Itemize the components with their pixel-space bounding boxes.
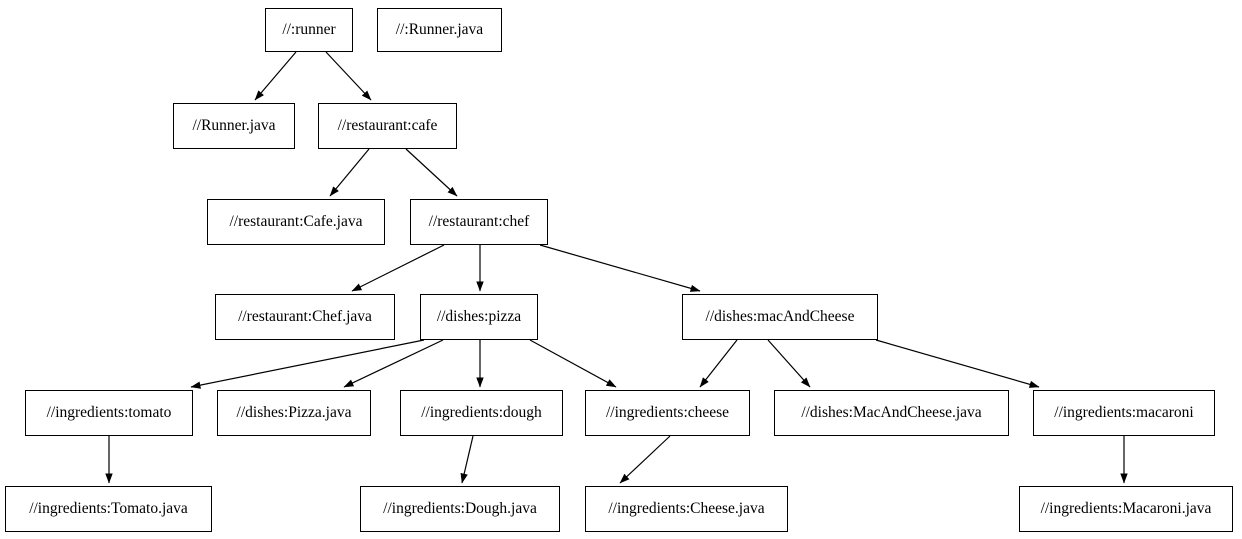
graph-node-cheese-java: //ingredients:Cheese.java — [585, 486, 788, 532]
graph-node-macaroni: //ingredients:macaroni — [1033, 390, 1215, 436]
edge-pizza-to-cheese — [529, 339, 617, 388]
edge-mac-and-cheese-to-mac-and-cheese-java — [767, 339, 811, 388]
graph-node-label: //ingredients:dough — [421, 404, 542, 422]
graph-node-tomato-java: //ingredients:Tomato.java — [5, 486, 212, 532]
graph-node-label: //restaurant:Cafe.java — [229, 213, 363, 231]
graph-node-label: //:Runner.java — [395, 21, 484, 39]
graph-node-label: //restaurant:cafe — [337, 117, 438, 135]
graph-node-label: //ingredients:Tomato.java — [29, 500, 188, 518]
edge-cheese-to-cheese-java — [619, 435, 671, 484]
edge-cafe-to-chef — [405, 148, 458, 197]
graph-node-label: //dishes:macAndCheese — [705, 308, 855, 326]
graph-node-mac-and-cheese: //dishes:macAndCheese — [682, 294, 878, 340]
edge-pizza-to-tomato — [190, 339, 425, 389]
graph-node-cheese: //ingredients:cheese — [585, 390, 750, 436]
graph-node-dough-java: //ingredients:Dough.java — [360, 486, 560, 532]
edge-pizza-to-pizza-java — [343, 339, 444, 388]
edge-runner-to-cafe — [325, 51, 372, 101]
graph-node-label: //:runner — [282, 21, 336, 39]
edge-chef-to-mac-and-cheese — [539, 244, 701, 292]
graph-node-dough: //ingredients:dough — [400, 390, 563, 436]
edge-cafe-to-cafe-java — [329, 148, 370, 197]
edge-mac-and-cheese-to-cheese — [699, 339, 738, 388]
graph-node-label: //restaurant:Chef.java — [238, 308, 372, 326]
graph-node-label: //restaurant:chef — [428, 213, 530, 231]
edge-dough-to-dough-java — [460, 435, 474, 484]
graph-node-mac-and-cheese-java: //dishes:MacAndCheese.java — [774, 390, 1009, 436]
graph-node-chef: //restaurant:chef — [410, 199, 548, 245]
graph-node-tomato: //ingredients:tomato — [25, 390, 193, 436]
graph-node-pizza-java: //dishes:Pizza.java — [217, 390, 371, 436]
graph-node-label: //Runner.java — [192, 117, 276, 135]
graph-node-label: //dishes:pizza — [436, 308, 522, 326]
graph-node-runner: //:runner — [265, 8, 353, 52]
graph-node-macaroni-java: //ingredients:Macaroni.java — [1019, 486, 1233, 532]
edge-runner-to-runner-java — [254, 51, 297, 101]
edge-chef-to-chef-java — [351, 244, 445, 292]
graph-node-colon-runner-java: //:Runner.java — [377, 8, 502, 52]
graph-node-chef-java: //restaurant:Chef.java — [215, 294, 395, 340]
graph-node-label: //dishes:MacAndCheese.java — [801, 404, 982, 422]
graph-node-pizza: //dishes:pizza — [420, 294, 538, 340]
graph-node-cafe: //restaurant:cafe — [318, 103, 457, 149]
edge-mac-and-cheese-to-macaroni — [875, 339, 1040, 388]
edges-group — [105, 51, 1128, 484]
graph-node-label: //dishes:Pizza.java — [236, 404, 352, 422]
graph-node-runner-java: //Runner.java — [173, 103, 295, 149]
graph-node-label: //ingredients:Dough.java — [383, 500, 537, 518]
graph-node-label: //ingredients:cheese — [605, 404, 730, 422]
graph-node-label: //ingredients:macaroni — [1054, 404, 1194, 422]
graph-node-label: //ingredients:Macaroni.java — [1040, 500, 1212, 518]
graph-node-label: //ingredients:tomato — [46, 404, 172, 422]
graph-node-cafe-java: //restaurant:Cafe.java — [207, 199, 385, 245]
graph-node-label: //ingredients:Cheese.java — [608, 500, 765, 518]
